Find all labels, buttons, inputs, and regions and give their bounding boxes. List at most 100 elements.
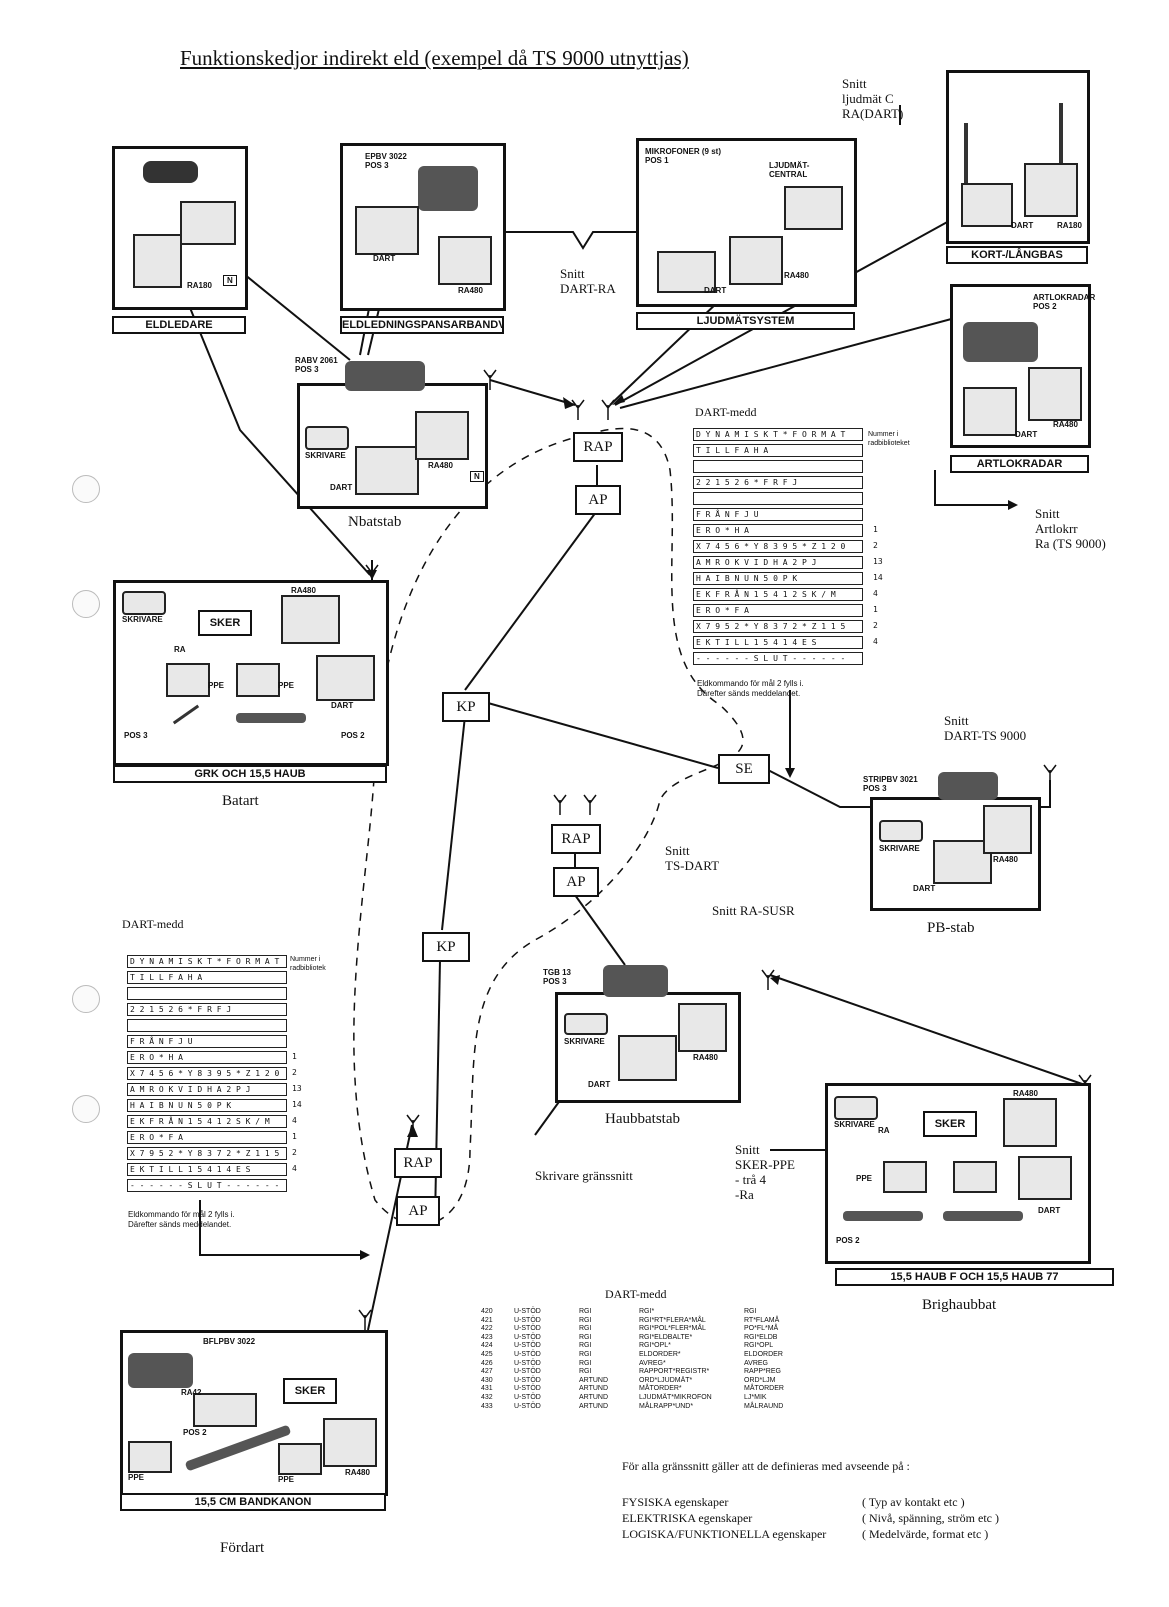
caption-nbatstab: Nbatstab xyxy=(348,514,402,530)
dart-codes-numbers: 420 421 422 423 424 425 426 427 430 431 … xyxy=(481,1308,493,1410)
panel-fordart: BFLPBV 3022 RA42 SKER RA480 PPE POS 2 PP… xyxy=(120,1330,388,1496)
label-eldledare: ELDLEDARE xyxy=(112,316,246,334)
dart-msg-row: A M R O K V I D H A 2 P J xyxy=(127,1083,287,1096)
radio-label: RA180 xyxy=(1057,221,1082,230)
dart-label: DART xyxy=(1038,1206,1061,1215)
command-vehicle-icon xyxy=(345,361,425,391)
dart-terminal xyxy=(963,387,1017,436)
dart-msg-row: - - - - - - S L U T - - - - - - xyxy=(127,1179,287,1192)
radio-device xyxy=(281,595,340,644)
caption-batart: Batart xyxy=(222,793,259,809)
dart-msg-row-number: 14 xyxy=(292,1100,302,1109)
node-kp-upper[interactable]: KP xyxy=(442,692,490,722)
sker-unit: SKER xyxy=(283,1378,337,1404)
dart-terminal xyxy=(657,251,716,293)
label-eldledningspansar: ELDLEDNINGSPANSARBANDVAGN xyxy=(340,316,504,334)
panel-haubbatstab: TGB 13 POS 3 SKRIVARE RA480 DART xyxy=(543,965,741,1103)
caption-fordart: Fördart xyxy=(220,1540,265,1556)
antenna-icon xyxy=(571,399,585,420)
sound-central-computer xyxy=(784,186,843,230)
dart-codes-table: 420 421 422 423 424 425 426 427 430 431 … xyxy=(479,1308,809,1418)
link-dart-ra xyxy=(505,231,640,250)
link-artlokradar-rap xyxy=(619,317,956,409)
radio-label: RA480 xyxy=(428,461,453,470)
dart-msg-row: E K F R Å N 1 5 4 1 2 S K / M xyxy=(127,1115,287,1128)
antenna-icon xyxy=(1043,764,1057,785)
dart-msg-row: T I L L F A H A xyxy=(127,971,287,984)
dart-msg-row: E R O * F A xyxy=(127,1131,287,1144)
ra-label: RA xyxy=(174,645,186,654)
ppe-label: PPE xyxy=(128,1473,145,1482)
dart-msg-row-number: 14 xyxy=(873,573,883,582)
radio-label: RA480 xyxy=(458,286,483,295)
panel-artlokradar: ARTLOKRADAR POS 2 RA480 DART xyxy=(950,284,1095,448)
dart-msg-left-title: DART-medd xyxy=(122,917,184,931)
dart-msg-row: E K T I L L 1 5 4 1 4 E S xyxy=(693,636,863,649)
arrow-icon xyxy=(770,975,780,985)
dart-msg-row: F R Å N F J U xyxy=(693,508,863,521)
node-rap-mid[interactable]: RAP xyxy=(551,824,601,854)
dart-label: DART xyxy=(913,884,936,893)
panel-batart: SKRIVARE SKER RA RA480 PPE PPE DART POS … xyxy=(113,580,389,766)
dart-msg-row-number: 2 xyxy=(873,621,878,630)
dart-msg-row: X 7 4 5 6 * Y 8 3 9 5 * Z 1 2 0 xyxy=(127,1067,287,1080)
radio-device xyxy=(438,236,492,285)
dart-msg-row: 2 2 1 5 2 6 * F R F J xyxy=(693,476,863,489)
arrow-icon xyxy=(785,768,795,778)
vehicle-label: BFLPBV 3022 xyxy=(203,1337,256,1346)
radio-device xyxy=(415,411,469,460)
node-rap-top[interactable]: RAP xyxy=(573,432,623,462)
armored-vehicle-icon xyxy=(418,166,478,211)
dart-msg-row xyxy=(693,460,863,473)
link-kortlangbas-rap xyxy=(614,214,961,406)
dart-codes-desc: RGI* RGI*RT*FLERA*MÅL RGI*POL*FLER*MÅL R… xyxy=(639,1308,712,1410)
panel-pbstab: STRIPBV 3021 POS 3 SKRIVARE RA480 DART xyxy=(863,772,1041,911)
armored-vehicle-icon xyxy=(128,1353,193,1388)
node-ap-mid[interactable]: AP xyxy=(553,867,599,897)
dart-msg-row: X 7 9 5 2 * Y 8 3 7 2 * Z 1 1 5 xyxy=(127,1147,287,1160)
antenna-icon xyxy=(601,399,615,420)
vehicle-label: STRIPBV 3021 POS 3 xyxy=(863,775,918,793)
dart-label: DART xyxy=(704,286,727,295)
panel-eldledningspansar: EPBV 3022 POS 3 DART RA480 xyxy=(340,143,506,311)
radio-device xyxy=(1024,163,1078,217)
dart-msg-row: H A I B N U N 5 0 P K xyxy=(693,572,863,585)
dart-msg-row-number: 2 xyxy=(292,1068,297,1077)
printer-label: SKRIVARE xyxy=(834,1120,875,1129)
snitt-skrivare: Skrivare gränssnitt xyxy=(535,1168,633,1183)
ra-label: RA xyxy=(878,1126,890,1135)
tripod-icon xyxy=(964,123,968,193)
node-se[interactable]: SE xyxy=(718,754,770,784)
howitzer-icon xyxy=(943,1211,1023,1221)
radio-label: RA480 xyxy=(784,271,809,280)
snitt-sker-ppe: Snitt SKER-PPE - trå 4 -Ra xyxy=(735,1142,795,1202)
radio-device xyxy=(323,1418,377,1467)
vehicle-label: EPBV 3022 POS 3 xyxy=(365,152,407,170)
radio-device xyxy=(180,201,236,245)
label-artlokradar: ARTLOKRADAR xyxy=(950,455,1089,473)
dart-msg-row: H A I B N U N 5 0 P K xyxy=(127,1099,287,1112)
panel-eldledare: RA180 N xyxy=(112,146,248,310)
node-ap-top[interactable]: AP xyxy=(575,485,621,515)
antenna-icon xyxy=(483,369,497,390)
dart-msg-row: F R Å N F J U xyxy=(127,1035,287,1048)
footer-property-detail: ( Medelvärde, format etc ) xyxy=(862,1527,989,1541)
node-rap-bottom[interactable]: RAP xyxy=(394,1148,442,1178)
arrow-icon xyxy=(1008,500,1018,510)
antenna-icon xyxy=(358,1309,372,1330)
node-kp-lower[interactable]: KP xyxy=(422,932,470,962)
dart-msg-row-number: 13 xyxy=(873,557,883,566)
dart-label: DART xyxy=(331,701,354,710)
tripod-icon xyxy=(1059,103,1063,173)
terminal-device xyxy=(133,234,182,288)
node-ap-bottom[interactable]: AP xyxy=(396,1196,440,1226)
footer-property-detail: ( Typ av kontakt etc ) xyxy=(862,1495,965,1509)
link-nbatstab-rap xyxy=(489,379,576,406)
n-badge: N xyxy=(223,275,237,286)
dart-msg-row: X 7 4 5 6 * Y 8 3 9 5 * Z 1 2 0 xyxy=(693,540,863,553)
label-ljudmat: LJUDMÄTSYSTEM xyxy=(636,312,855,330)
dart-msg-row-number: 4 xyxy=(292,1116,297,1125)
dart-msg-left-side-note: Nummer i radbibliotek xyxy=(290,956,326,972)
